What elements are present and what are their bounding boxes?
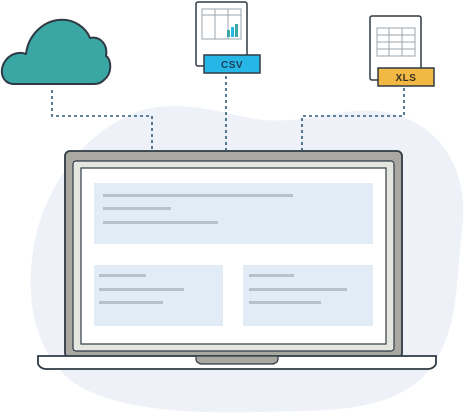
connectors <box>51 76 405 150</box>
csv-file-icon: CSV <box>195 1 261 74</box>
laptop-notch <box>195 355 279 365</box>
xls-badge-label: XLS <box>396 73 417 84</box>
laptop-icon <box>37 150 437 370</box>
cloud-connector <box>51 90 153 150</box>
screen-panel-top <box>94 183 373 244</box>
xls-file-icon: XLS <box>369 15 435 87</box>
csv-badge-label: CSV <box>221 60 243 71</box>
xls-connector <box>301 88 405 150</box>
cloud-icon <box>0 18 112 85</box>
